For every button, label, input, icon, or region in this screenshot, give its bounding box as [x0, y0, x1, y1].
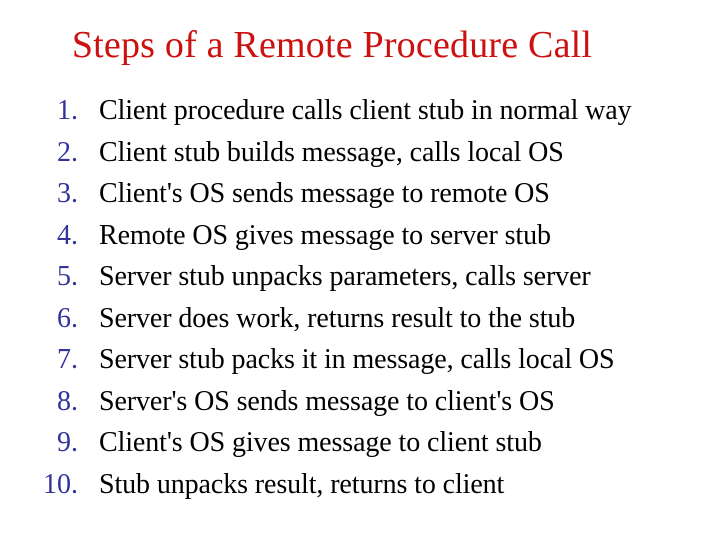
list-item: 6. Server does work, returns result to t…: [0, 298, 720, 340]
slide-title: Steps of a Remote Procedure Call: [71, 24, 593, 66]
list-item: 10. Stub unpacks result, returns to clie…: [0, 464, 720, 506]
list-item-text: Client procedure calls client stub in no…: [99, 95, 632, 126]
steps-ordered-list: 1. Client procedure calls client stub in…: [0, 90, 720, 505]
list-item-text: Server stub packs it in message, calls l…: [99, 344, 615, 375]
list-item-text: Client's OS gives message to client stub: [99, 427, 542, 458]
list-item: 4. Remote OS gives message to server stu…: [0, 215, 720, 257]
list-item-text: Client stub builds message, calls local …: [99, 136, 564, 168]
list-item: 9. Client's OS gives message to client s…: [0, 422, 720, 464]
list-item-text: Remote OS gives message to server stub: [99, 219, 551, 251]
list-item: 5. Server stub unpacks parameters, calls…: [0, 256, 720, 298]
list-item-text: Server does work, returns result to the …: [99, 302, 576, 334]
list-item-number: 9.: [57, 427, 78, 458]
list-item-number: 8.: [57, 385, 78, 417]
list-item-number: 3.: [57, 178, 78, 209]
list-item-number: 6.: [57, 302, 78, 334]
list-item-number: 5.: [57, 261, 78, 292]
list-item-number: 7.: [57, 344, 78, 375]
list-item-text: Server's OS sends message to client's OS: [99, 385, 555, 417]
list-item: 2. Client stub builds message, calls loc…: [0, 132, 720, 174]
list-item-text: Client's OS sends message to remote OS: [99, 178, 550, 209]
list-item-text: Stub unpacks result, returns to client: [99, 468, 505, 500]
list-item-number: 10.: [43, 468, 78, 500]
list-item: 3. Client's OS sends message to remote O…: [0, 173, 720, 215]
list-item: 7. Server stub packs it in message, call…: [0, 339, 720, 381]
list-item-number: 1.: [57, 95, 78, 126]
list-item-number: 2.: [57, 136, 78, 168]
list-item-text: Server stub unpacks parameters, calls se…: [99, 261, 591, 292]
list-item: 8. Server's OS sends message to client's…: [0, 381, 720, 423]
list-item: 1. Client procedure calls client stub in…: [0, 90, 720, 132]
list-item-number: 4.: [57, 219, 78, 251]
